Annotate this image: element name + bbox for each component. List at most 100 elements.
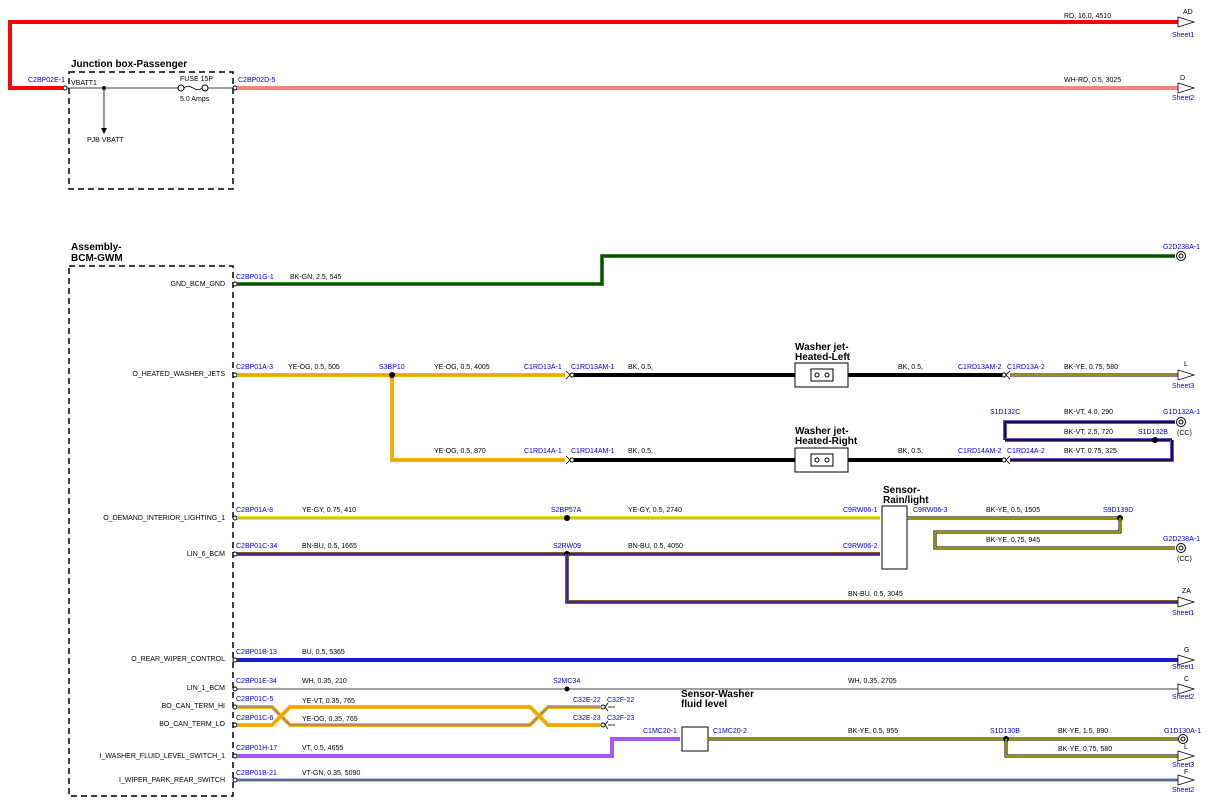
pin-name-fluid-switch: I_WASHER_FLUID_LEVEL_SWITCH_1 xyxy=(100,753,225,760)
offpage-arrow-l-top[interactable] xyxy=(1177,369,1196,381)
conn-c1mc20-1[interactable]: C1MC20-1 xyxy=(643,728,677,735)
conn-c1mc20-2[interactable]: C1MC20-2 xyxy=(713,728,747,735)
conn-c2bp01a-3[interactable]: C2BP01A-3 xyxy=(236,364,273,371)
inline-pin-icon xyxy=(569,457,575,463)
conn-c32e-23[interactable]: C32E-23 xyxy=(573,715,601,722)
wire-bk-gn[interactable] xyxy=(237,254,1175,286)
pin-c2bp01a-8[interactable] xyxy=(232,515,238,521)
offpage-l-top-sheet[interactable]: Sheet3 xyxy=(1172,383,1194,390)
conn-c32f-23[interactable]: C32F-23 xyxy=(607,715,634,722)
conn-c2bp01h-17[interactable]: C2BP01H-17 xyxy=(236,745,277,752)
conn-c2bp01c-34[interactable]: C2BP01C-34 xyxy=(236,543,277,550)
conn-c2bp01e-34[interactable]: C2BP01E-34 xyxy=(236,678,277,685)
pin-c2bp01h-17[interactable] xyxy=(232,753,238,759)
offpage-za: ZA xyxy=(1182,588,1191,595)
conn-c2bp01c-6[interactable]: C2BP01C-6 xyxy=(236,715,273,722)
conn-c9rw06-2[interactable]: C9RW06-2 xyxy=(843,543,878,550)
rain-light-sensor-box[interactable] xyxy=(881,505,908,570)
conn-c9rw06-1[interactable]: C9RW06-1 xyxy=(843,507,878,514)
inline-connector-icon xyxy=(1005,455,1011,465)
offpage-arrow-c[interactable] xyxy=(1177,683,1196,695)
wire-label-bk-ye-945: BK-YE, 0.75, 945 xyxy=(986,537,1040,544)
pin-name-can-hi: BO_CAN_TERM_HI xyxy=(162,703,225,710)
conn-s2mc34[interactable]: S2MC34 xyxy=(553,678,580,685)
conn-s1d132b[interactable]: S1D132B xyxy=(1138,429,1168,436)
conn-c1rd14a-2[interactable]: C1RD14A-2 xyxy=(1007,448,1045,455)
conn-g2d238a-mid[interactable]: G2D238A-1 xyxy=(1163,536,1200,543)
splice-s2bp57a[interactable] xyxy=(564,515,570,521)
offpage-d-sheet[interactable]: Sheet2 xyxy=(1172,95,1194,102)
wire-rd-16[interactable] xyxy=(8,20,1180,90)
conn-c9rw06-3[interactable]: C9RW06-3 xyxy=(913,507,948,514)
conn-c1rd13am-1[interactable]: C1RD13AM-1 xyxy=(571,364,615,371)
pin-c2bp01c-6[interactable] xyxy=(232,722,238,728)
conn-c1rd14am-2[interactable]: C1RD14AM-2 xyxy=(958,448,1002,455)
conn-c1rd14am-1[interactable]: C1RD14AM-1 xyxy=(571,448,615,455)
offpage-ad-sheet[interactable]: Sheet1 xyxy=(1172,32,1194,39)
pin-c2bp01c-34[interactable] xyxy=(232,551,238,557)
conn-g1d130a[interactable]: G1D130A-1 xyxy=(1164,728,1201,735)
wire-label-ye-og-505: YE-OG, 0.5, 505 xyxy=(288,364,340,371)
conn-c2bp01a-8[interactable]: C2BP01A-8 xyxy=(236,507,273,514)
offpage-arrow-l-bot[interactable] xyxy=(1177,750,1196,762)
wire-bk-ye-945[interactable] xyxy=(933,518,1175,550)
splice-s3bp10[interactable] xyxy=(389,372,395,378)
washer-left-title-1: Washer jet- xyxy=(795,342,849,353)
wire-ye-og-870-stripe xyxy=(391,375,565,461)
pin-c2bp01b-13[interactable] xyxy=(232,657,238,663)
offpage-g-sheet[interactable]: Sheet1 xyxy=(1172,664,1194,671)
offpage-ad: AD xyxy=(1183,9,1193,16)
conn-s9d139d[interactable]: S9D139D xyxy=(1103,507,1133,514)
conn-c2bp01b-13[interactable]: C2BP01B-13 xyxy=(236,649,277,656)
offpage-arrow-ad[interactable] xyxy=(1177,16,1196,28)
pin-c2bp01e-34[interactable] xyxy=(232,686,238,692)
conn-c1rd14a-1[interactable]: C1RD14A-1 xyxy=(524,448,562,455)
offpage-f-sheet[interactable]: Sheet2 xyxy=(1172,787,1194,794)
conn-s3bp10[interactable]: S3BP10 xyxy=(379,364,405,371)
conn-g2d238a-top[interactable]: G2D238A-1 xyxy=(1163,244,1200,251)
pin-c2bp02d-5[interactable] xyxy=(232,85,238,91)
offpage-arrow-g[interactable] xyxy=(1177,654,1196,666)
conn-c1rd13a-2[interactable]: C1RD13A-2 xyxy=(1007,364,1045,371)
bcm-gwm-outline xyxy=(68,265,234,797)
pjb-arrow-icon xyxy=(101,128,107,134)
conn-c1rd13am-2[interactable]: C1RD13AM-2 xyxy=(958,364,1002,371)
conn-g1d132a[interactable]: G1D132A-1 xyxy=(1163,409,1200,416)
conn-c2bp02d-5[interactable]: C2BP02D-5 xyxy=(238,77,275,84)
offpage-arrow-d[interactable] xyxy=(1177,82,1196,94)
conn-s2rw09[interactable]: S2RW09 xyxy=(553,543,581,550)
pin-c2bp02e-1[interactable] xyxy=(62,85,68,91)
pin-c2bp01g-1[interactable] xyxy=(232,281,238,287)
inline-connector-icon xyxy=(1005,370,1011,380)
pin-c2bp01a-3[interactable] xyxy=(232,372,238,378)
washer-fluid-sensor-box[interactable] xyxy=(681,726,709,752)
offpage-l-bot-sheet[interactable]: Sheet3 xyxy=(1172,762,1194,769)
wire-bk-ye-580-bot-stripe xyxy=(1005,739,1178,757)
offpage-c: C xyxy=(1184,676,1189,683)
pin-c2bp01c-5[interactable] xyxy=(232,704,238,710)
conn-s2bp57a[interactable]: S2BP57A xyxy=(551,507,582,514)
conn-c2bp01b-21[interactable]: C2BP01B-21 xyxy=(236,770,277,777)
ground-symbol-g2d238a-mid-inner xyxy=(1178,545,1184,551)
wire-label-vt-gn-5090: VT-GN, 0.35, 5090 xyxy=(302,770,360,777)
wire-label-bk-ye-580-bot: BK-YE, 0.75, 580 xyxy=(1058,746,1112,753)
splice-s1d132b[interactable] xyxy=(1152,437,1158,443)
wire-vt[interactable] xyxy=(237,737,680,758)
pin-c2bp01b-21[interactable] xyxy=(232,777,238,783)
conn-c2bp02e-1[interactable]: C2BP02E-1 xyxy=(28,77,65,84)
offpage-arrow-f[interactable] xyxy=(1177,774,1196,786)
offpage-za-sheet[interactable]: Sheet1 xyxy=(1172,610,1194,617)
conn-c1rd13a-1[interactable]: C1RD13A-1 xyxy=(524,364,562,371)
offpage-arrow-za[interactable] xyxy=(1177,596,1196,608)
wire-label-vt-4655: VT, 0.5, 4655 xyxy=(302,745,343,752)
wire-bk-gn-stripe xyxy=(237,255,1175,285)
conn-s1d132c[interactable]: S1D132C xyxy=(990,409,1020,416)
wire-label-bk-ye-580-top: BK-YE, 0.75, 580 xyxy=(1064,364,1118,371)
splice-s2mc34[interactable] xyxy=(564,686,570,692)
conn-s1d130b[interactable]: S1D130B xyxy=(990,728,1020,735)
offpage-c-sheet[interactable]: Sheet2 xyxy=(1172,694,1194,701)
conn-c2bp01c-5[interactable]: C2BP01C-5 xyxy=(236,696,273,703)
conn-c32f-22[interactable]: C32F-22 xyxy=(607,697,634,704)
conn-c32e-22[interactable]: C32E-22 xyxy=(573,697,601,704)
conn-c2bp01g-1[interactable]: C2BP01G-1 xyxy=(236,274,274,281)
